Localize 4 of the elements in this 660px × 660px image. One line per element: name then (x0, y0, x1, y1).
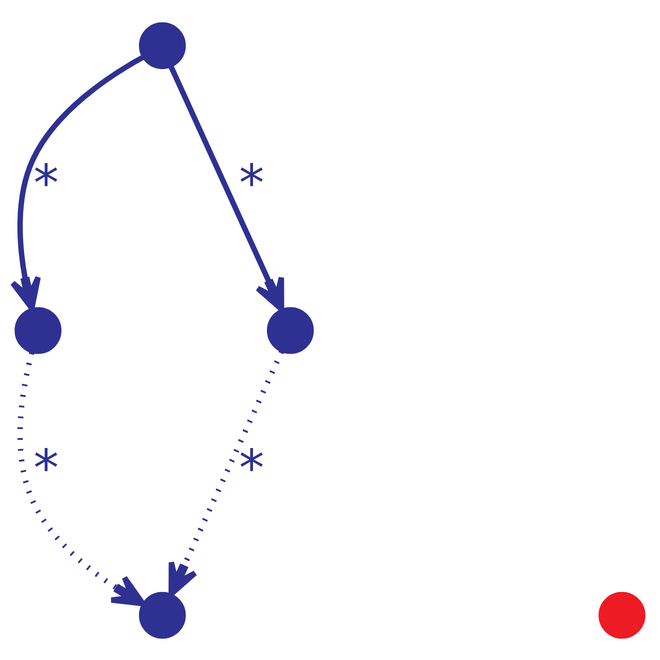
edge-label: * (34, 153, 59, 212)
edge-label: * (238, 438, 264, 497)
edge-label: * (34, 438, 59, 497)
edge-label: * (238, 153, 264, 212)
